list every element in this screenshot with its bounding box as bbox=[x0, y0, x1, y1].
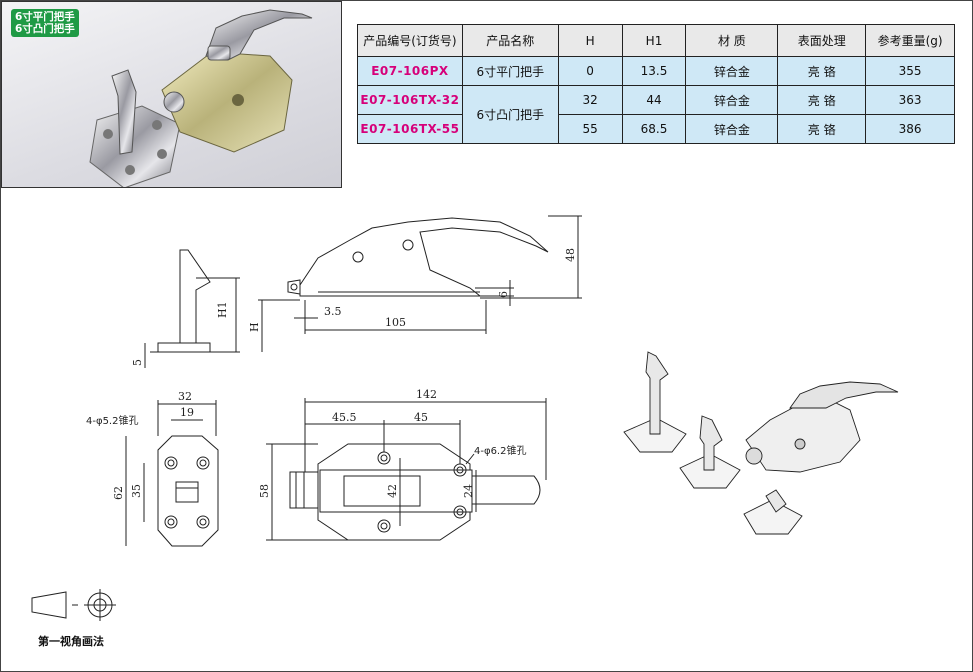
dim-h1: H1 bbox=[216, 301, 229, 318]
spec-table: 产品编号(订货号) 产品名称 H H1 材 质 表面处理 参考重量(g) E07… bbox=[357, 24, 955, 144]
striker-side-view bbox=[144, 249, 300, 368]
isometric-view bbox=[623, 351, 899, 535]
striker-plate-front-view bbox=[125, 400, 219, 547]
product-code: E07-106TX-55 bbox=[357, 114, 463, 144]
value-h: 55 bbox=[557, 114, 623, 144]
dim-19: 19 bbox=[180, 406, 194, 419]
latch-top-view bbox=[266, 398, 547, 541]
dim-32: 32 bbox=[178, 390, 192, 403]
dim-45-5: 45.5 bbox=[332, 411, 357, 424]
product-code: E07-106TX-32 bbox=[357, 85, 463, 115]
col-header-h1: H1 bbox=[621, 24, 687, 57]
dim-45: 45 bbox=[414, 411, 428, 424]
spec-table-header: 产品编号(订货号) 产品名称 H H1 材 质 表面处理 参考重量(g) bbox=[357, 24, 955, 57]
dim-105: 105 bbox=[385, 316, 406, 329]
product-code: E07-106PX bbox=[357, 56, 463, 86]
dim-48: 48 bbox=[564, 248, 577, 262]
col-header-h: H bbox=[557, 24, 623, 57]
dim-42: 42 bbox=[386, 484, 399, 498]
dim-24: 24 bbox=[462, 484, 475, 498]
product-name: 6寸平门把手 bbox=[461, 56, 559, 86]
dim-35: 35 bbox=[130, 484, 143, 498]
product-photo: 6寸平门把手 6寸凸门把手 bbox=[1, 1, 342, 188]
col-header-code: 产品编号(订货号) bbox=[357, 24, 463, 57]
value-h: 32 bbox=[557, 85, 623, 115]
dim-5: 5 bbox=[131, 359, 144, 366]
value-material: 锌合金 bbox=[685, 85, 779, 115]
handle-photo-illustration bbox=[89, 9, 313, 187]
col-header-name: 产品名称 bbox=[461, 24, 559, 57]
projection-method-label: 第一视角画法 bbox=[38, 635, 104, 648]
value-material: 锌合金 bbox=[685, 114, 779, 144]
tag-line-raised: 6寸凸门把手 bbox=[15, 23, 75, 35]
dim-142: 142 bbox=[416, 388, 437, 401]
value-weight: 355 bbox=[865, 56, 955, 86]
dim-62: 62 bbox=[112, 486, 125, 500]
dim-top-hole: 4-φ6.2锥孔 bbox=[474, 445, 526, 457]
latch-side-view bbox=[287, 215, 582, 334]
table-row: E07-106TX-55 55 68.5 锌合金 亮 铬 386 bbox=[357, 114, 955, 144]
dim-6: 6 bbox=[497, 291, 510, 298]
tag-line-flat: 6寸平门把手 bbox=[15, 11, 75, 23]
dim-h: H bbox=[248, 322, 261, 332]
value-weight: 386 bbox=[865, 114, 955, 144]
model-tag: 6寸平门把手 6寸凸门把手 bbox=[11, 9, 79, 37]
dim-plate-hole: 4-φ5.2锥孔 bbox=[86, 415, 138, 427]
col-header-material: 材 质 bbox=[685, 24, 779, 57]
value-finish: 亮 铬 bbox=[777, 114, 867, 144]
dim-3-5: 3.5 bbox=[324, 305, 342, 318]
value-h1: 68.5 bbox=[621, 114, 687, 144]
dim-58: 58 bbox=[258, 484, 271, 498]
value-finish: 亮 铬 bbox=[777, 56, 867, 86]
table-row: E07-106TX-32 6寸凸门把手 32 44 锌合金 亮 铬 363 bbox=[357, 85, 955, 144]
value-material: 锌合金 bbox=[685, 56, 779, 86]
col-header-finish: 表面处理 bbox=[777, 24, 867, 57]
col-header-weight: 参考重量(g) bbox=[865, 24, 955, 57]
product-name: 6寸凸门把手 bbox=[461, 85, 559, 144]
projection-symbol bbox=[31, 589, 116, 621]
spec-table-panel: 产品编号(订货号) 产品名称 H H1 材 质 表面处理 参考重量(g) E07… bbox=[357, 24, 955, 144]
value-finish: 亮 铬 bbox=[777, 85, 867, 115]
